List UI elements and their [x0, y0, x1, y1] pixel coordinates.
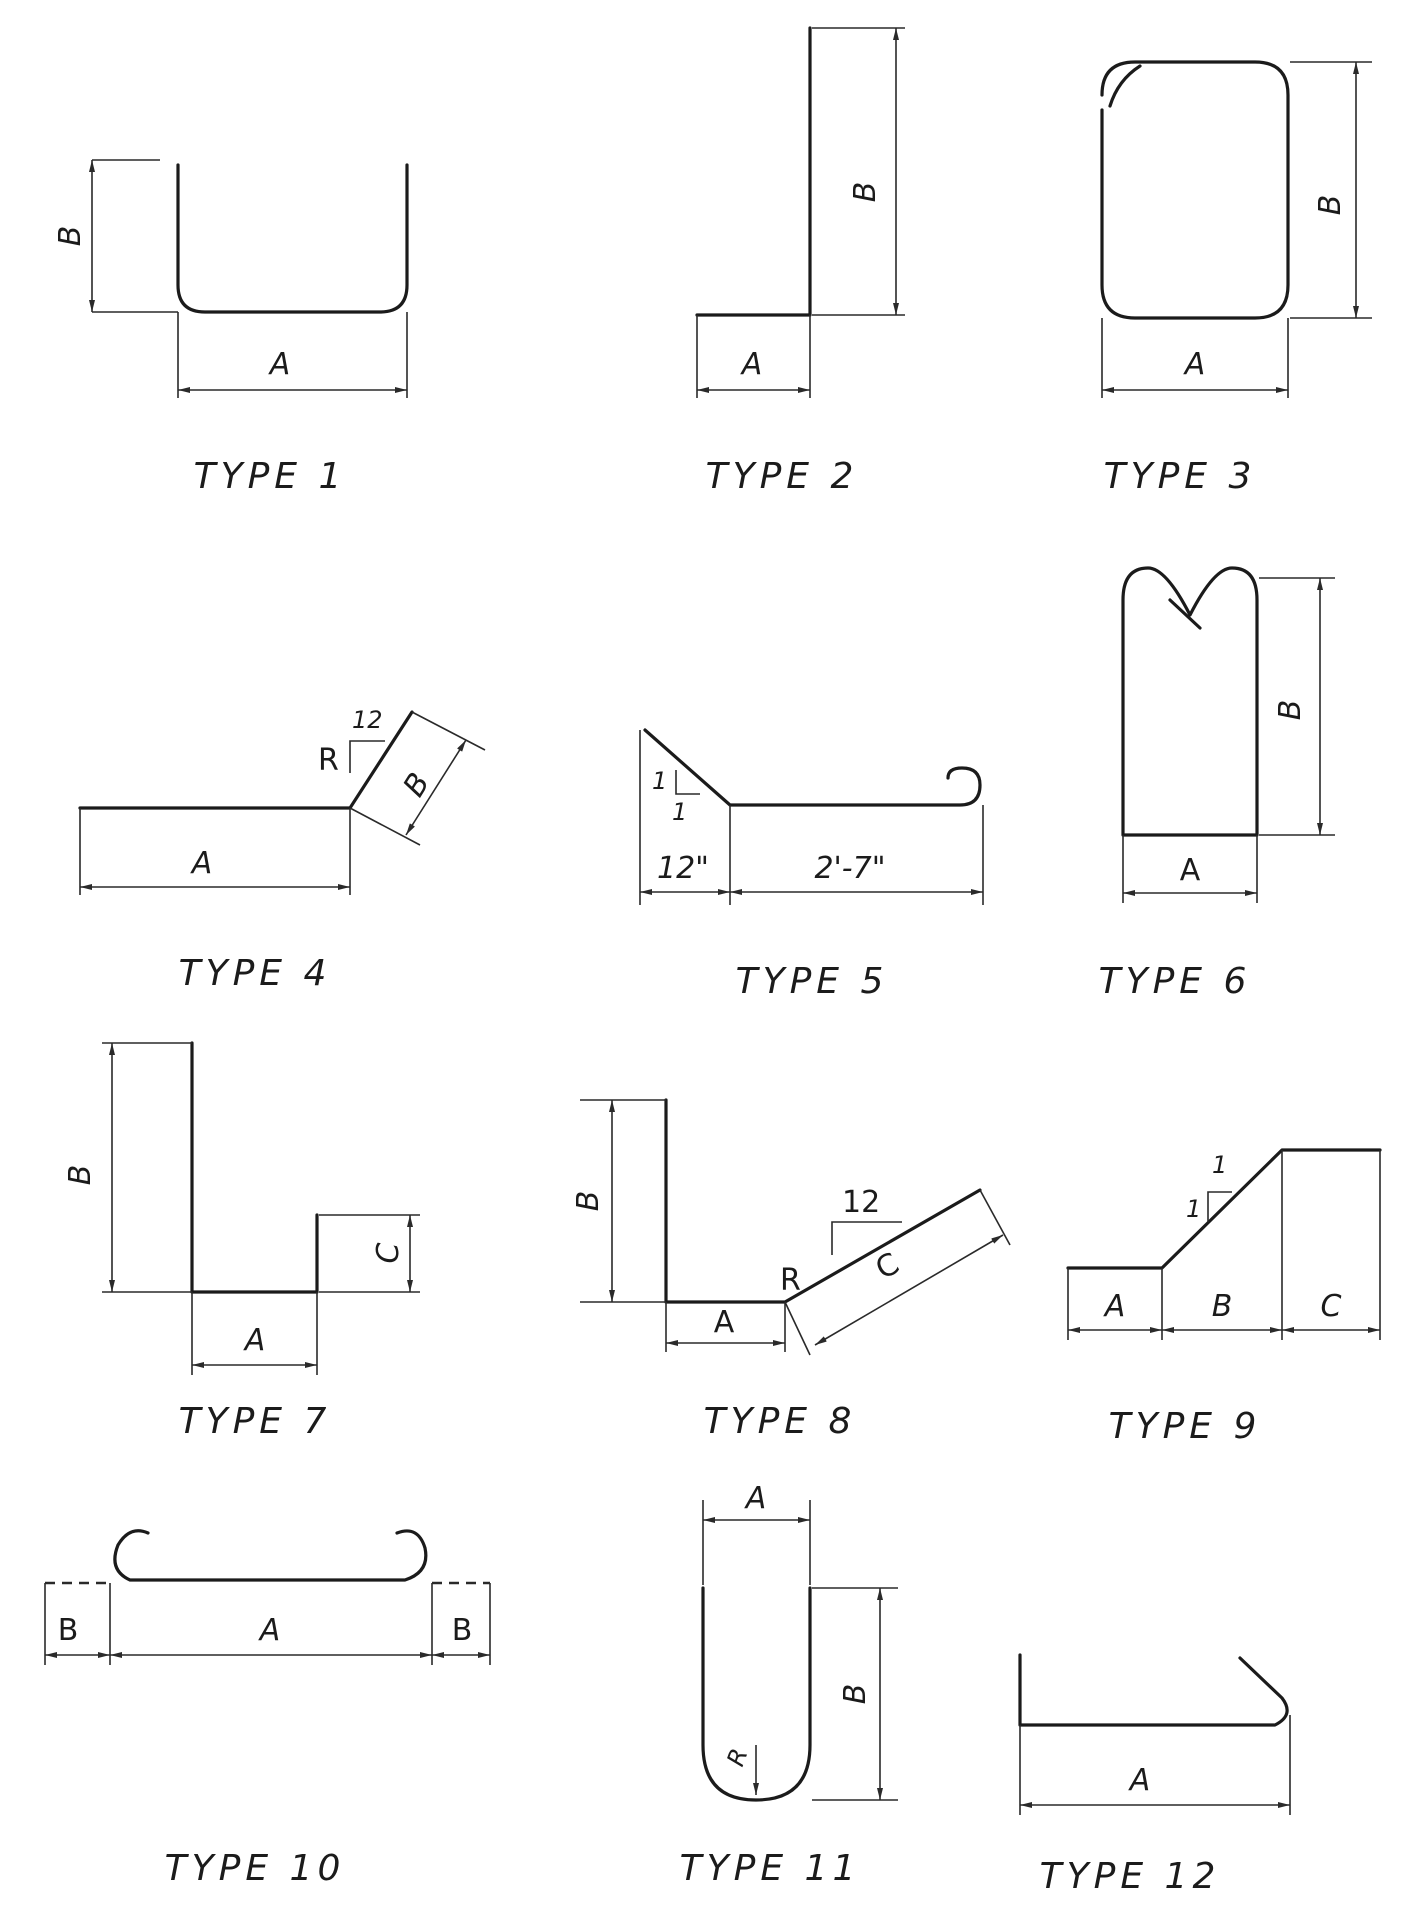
type-2-diagram: B A TYPE 2 — [695, 26, 905, 497]
type-10-diagram: B A B TYPE 10 — [44, 1529, 491, 1889]
type-2-dim-a: A — [740, 347, 763, 382]
type-10-dim-a: A — [258, 1613, 281, 1648]
type-4-slope-rise: R — [318, 743, 339, 778]
type-10-dim-b-right: B — [452, 1613, 473, 1648]
type-12-title: TYPE 12 — [1040, 1856, 1221, 1897]
type-4-slope-run: 12 — [352, 706, 383, 734]
type-7-profile — [190, 1041, 319, 1294]
type-10-profile — [113, 1529, 428, 1582]
type-7-dim-a: A — [243, 1323, 266, 1358]
type-2-dim-b: B — [848, 182, 883, 203]
type-3-dim-b: B — [1313, 195, 1348, 216]
type-5-dim-left: 12" — [657, 851, 709, 886]
type-5-profile — [643, 728, 982, 807]
type-11-dim-r: R — [721, 1745, 753, 1770]
type-11-title: TYPE 11 — [680, 1848, 861, 1889]
type-4-diagram: A B R 12 TYPE 4 — [78, 706, 486, 994]
type-9-slope-run: 1 — [1212, 1151, 1227, 1179]
type-1-dim-b: B — [53, 226, 88, 247]
type-1-dim-a: A — [268, 347, 291, 382]
type-1-title: TYPE 1 — [194, 456, 347, 497]
type-11-dim-a: A — [744, 1481, 767, 1516]
type-3-title: TYPE 3 — [1104, 456, 1257, 497]
type-1-profile — [176, 163, 409, 314]
type-8-dim-c: C — [870, 1246, 905, 1287]
type-6-diagram: B A TYPE 6 — [1099, 566, 1335, 1002]
type-8-dim-b: B — [571, 1191, 606, 1212]
type-11-profile — [701, 1586, 812, 1802]
type-5-slope-rise: 1 — [652, 767, 667, 795]
type-6-dim-b: B — [1273, 700, 1308, 721]
type-5-title: TYPE 5 — [736, 961, 889, 1002]
type-10-title: TYPE 10 — [165, 1848, 346, 1889]
type-12-diagram: A TYPE 12 — [1018, 1653, 1291, 1897]
type-8-title: TYPE 8 — [704, 1401, 857, 1442]
type-12-dim-a: A — [1128, 1763, 1151, 1798]
type-11-dim-b: B — [838, 1684, 873, 1705]
type-7-dim-b: B — [63, 1165, 98, 1186]
type-6-title: TYPE 6 — [1099, 961, 1252, 1002]
type-7-dim-c: C — [371, 1242, 406, 1263]
type-3-dim-a: A — [1183, 347, 1206, 382]
type-2-title: TYPE 2 — [706, 456, 859, 497]
type-12-profile — [1018, 1653, 1289, 1727]
type-8-slope-rise: R — [780, 1263, 801, 1298]
type-9-slope-rise: 1 — [1186, 1195, 1201, 1223]
type-9-dim-c: C — [1321, 1289, 1342, 1324]
type-8-diagram: R 12 C B A TYPE 8 — [571, 1098, 1011, 1442]
type-11-diagram: A B R TYPE 11 — [680, 1481, 898, 1889]
type-7-title: TYPE 7 — [179, 1401, 332, 1442]
type-9-title: TYPE 9 — [1109, 1406, 1262, 1447]
type-9-profile — [1066, 1148, 1382, 1270]
type-5-diagram: 1 1 12" 2'-7" TYPE 5 — [639, 728, 984, 1002]
type-6-profile — [1121, 566, 1259, 837]
type-5-slope-run: 1 — [672, 798, 687, 826]
type-8-slope-run: 12 — [842, 1185, 880, 1220]
type-6-dim-a: A — [1180, 853, 1201, 888]
type-8-profile — [664, 1098, 982, 1304]
type-3-diagram: B A TYPE 3 — [1100, 60, 1372, 497]
type-8-dim-a: A — [714, 1305, 735, 1340]
type-9-diagram: 1 1 A B C TYPE 9 — [1066, 1148, 1382, 1447]
type-7-diagram: B C A TYPE 7 — [63, 1041, 420, 1442]
type-4-dim-b: B — [397, 767, 438, 803]
type-9-dim-b: B — [1212, 1289, 1233, 1324]
type-2-profile — [695, 26, 812, 317]
type-9-dim-a: A — [1103, 1289, 1126, 1324]
type-10-dim-b-left: B — [58, 1613, 79, 1648]
type-5-dim-right: 2'-7" — [814, 851, 885, 886]
type-4-title: TYPE 4 — [179, 953, 332, 994]
type-4-dim-a: A — [190, 846, 213, 881]
type-1-diagram: B A TYPE 1 — [53, 159, 409, 497]
type-3-profile — [1100, 60, 1290, 320]
